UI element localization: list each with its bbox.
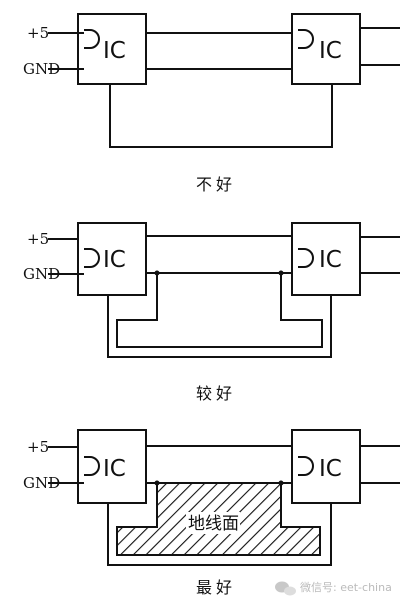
ic-chip-left: [77, 429, 147, 504]
caption-best: 最好: [196, 578, 236, 597]
panel-bad: [48, 13, 400, 148]
junction-dot: [278, 270, 284, 276]
ground-return-outer: [107, 295, 332, 358]
junction-dots: [154, 270, 284, 276]
ic-notch-left: [84, 248, 100, 268]
ground-plane-label: 地线面: [188, 514, 239, 534]
ground-return-outer: [107, 503, 332, 566]
ic-chip-right: [291, 429, 361, 504]
junction-dot: [154, 270, 160, 276]
ic-notch-right: [298, 456, 314, 476]
ic-label-right: IC: [319, 38, 342, 64]
ground-return-inner: [116, 273, 323, 348]
ic-chip-left: [77, 222, 147, 296]
vcc-label: +5: [27, 24, 49, 42]
ic-label-left: IC: [103, 247, 126, 273]
ic-notch-left: [84, 29, 100, 49]
vcc-label: +5: [27, 438, 49, 456]
panel-better: [48, 222, 400, 358]
watermark: 微信号: eet-china: [275, 580, 392, 596]
junction-dot: [278, 480, 284, 486]
ic-label-left: IC: [103, 38, 126, 64]
ic-notch-right: [298, 248, 314, 268]
wechat-icon: [275, 581, 296, 596]
ic-notch-right: [298, 29, 314, 49]
ic-label-left: IC: [103, 456, 126, 482]
ic-chip-right: [291, 222, 361, 296]
vcc-label: +5: [27, 230, 49, 248]
ground-return-loop: [109, 84, 333, 148]
ic-chip-right: [291, 13, 361, 85]
ground-plane-label-backdrop: [186, 512, 240, 534]
caption-bad: 不好: [196, 175, 236, 194]
ic-label-right: IC: [319, 247, 342, 273]
ic-chip-left: [77, 13, 147, 85]
junction-dot: [154, 480, 160, 486]
junction-dots: [154, 480, 284, 486]
caption-better: 较好: [196, 384, 236, 403]
gnd-label: GND: [23, 265, 60, 283]
gnd-label: GND: [23, 474, 60, 492]
ic-notch-left: [84, 456, 100, 476]
watermark-text: 微信号: eet-china: [300, 580, 392, 594]
ic-label-right: IC: [319, 456, 342, 482]
gnd-label: GND: [23, 60, 60, 78]
